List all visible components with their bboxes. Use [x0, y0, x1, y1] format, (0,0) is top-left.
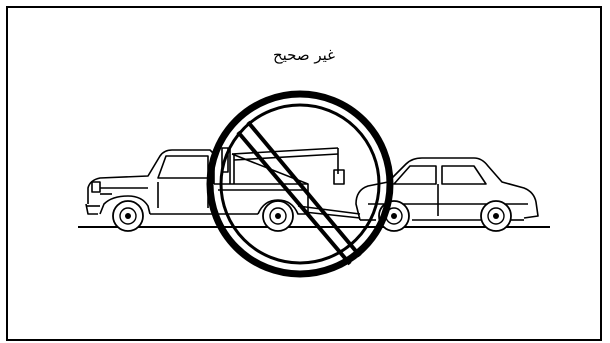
tow-truck-rear-wheel — [263, 201, 293, 231]
towed-car-rear-wheel — [481, 201, 511, 231]
diagram-frame: غير صحيح — [6, 6, 602, 341]
tow-truck-front-wheel — [113, 201, 143, 231]
illustration — [8, 8, 604, 343]
